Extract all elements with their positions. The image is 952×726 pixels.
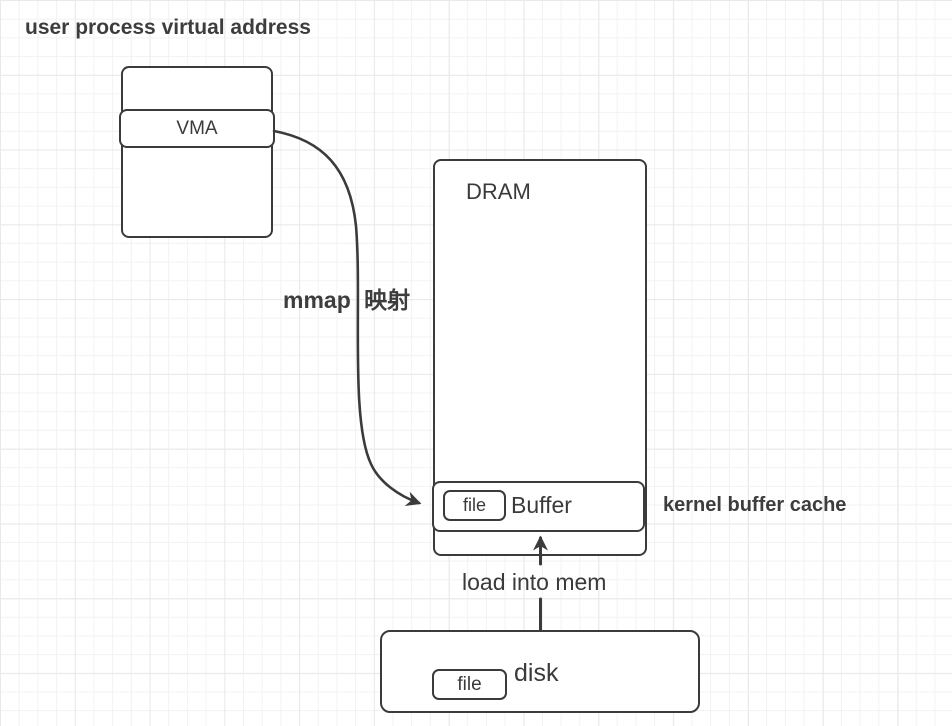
load-into-mem-label: load into mem — [462, 569, 607, 595]
vma-box: VMA — [119, 109, 275, 148]
disk-file-label: file — [457, 673, 482, 695]
mmap-arrow — [272, 129, 422, 506]
vma-label: VMA — [176, 117, 218, 139]
vma-stack-box — [121, 66, 273, 238]
buffer-label: Buffer — [511, 492, 572, 518]
disk-label: disk — [514, 659, 559, 687]
dram-label: DRAM — [466, 179, 531, 204]
mmap-label: mmap 映射 — [283, 287, 411, 313]
buffer-file-badge: file — [443, 490, 506, 521]
kernel-buffer-cache-label: kernel buffer cache — [663, 494, 847, 516]
buffer-file-label: file — [462, 495, 486, 515]
disk-file-badge: file — [432, 669, 507, 700]
page-title: user process virtual address — [25, 16, 311, 39]
